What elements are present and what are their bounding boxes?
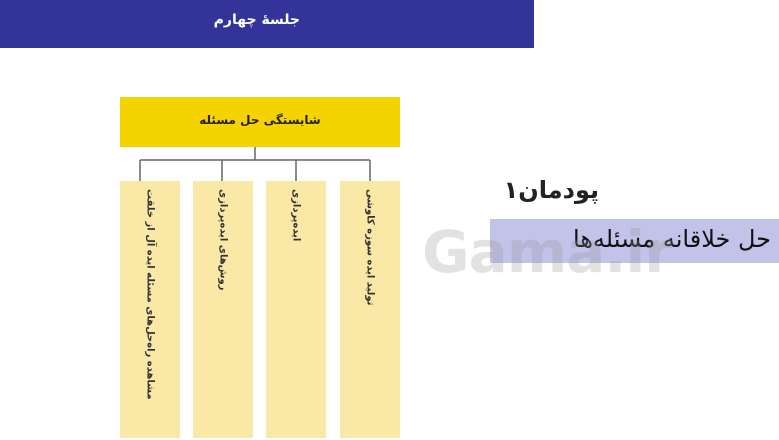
diagram-leaf-label: روش‌های ایده‌پردازی bbox=[217, 189, 229, 291]
diagram-leaf-label: تولید ایده سوزه کاوشی bbox=[364, 189, 376, 306]
diagram-leaf-label: ایده‌پردازی bbox=[290, 189, 302, 242]
watermark-logo: Gama.ir bbox=[422, 218, 673, 286]
session-title: جلسهٔ چهارم bbox=[213, 12, 300, 28]
module-subtitle-bar: حل خلاقانه مسئله‌ها bbox=[490, 219, 779, 263]
header-bar: جلسهٔ چهارم bbox=[0, 0, 534, 48]
module-title: پودمان۱ bbox=[503, 176, 599, 204]
diagram-leaf-3: ایده‌پردازی bbox=[266, 181, 326, 438]
diagram-leaf-label: مشاهده راه‌حل‌های مسئله ایده آل از خلقت bbox=[144, 189, 156, 400]
diagram-leaf-1: مشاهده راه‌حل‌های مسئله ایده آل از خلقت bbox=[120, 181, 180, 438]
module-subtitle: حل خلاقانه مسئله‌ها bbox=[572, 225, 771, 253]
diagram-root-label: شایستگی حل مسئله bbox=[199, 113, 321, 127]
diagram-leaf-2: روش‌های ایده‌پردازی bbox=[193, 181, 253, 438]
diagram-root-box: شایستگی حل مسئله bbox=[120, 97, 400, 147]
diagram-leaf-4: تولید ایده سوزه کاوشی bbox=[340, 181, 400, 438]
